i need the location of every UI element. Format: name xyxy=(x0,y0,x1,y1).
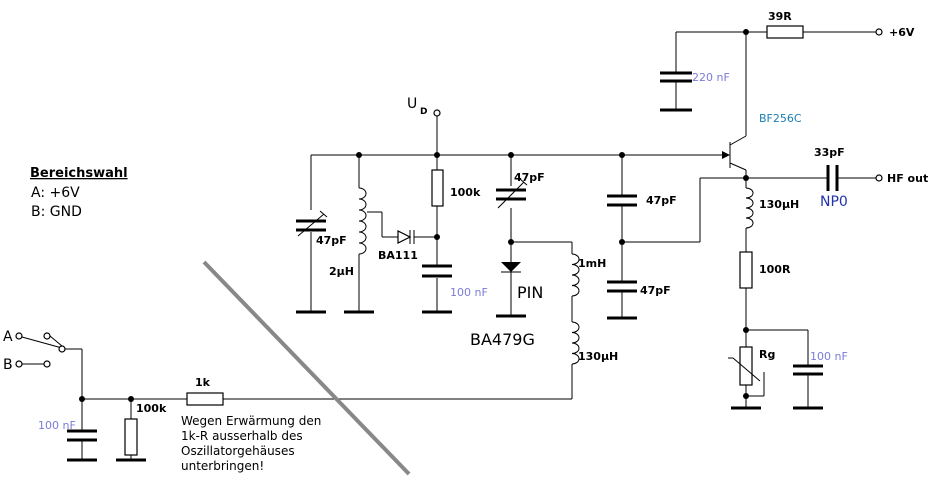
pin-diode-ba479g xyxy=(501,262,521,273)
inductor-2uh xyxy=(358,187,367,255)
capacitor-divider-bottom xyxy=(607,280,637,320)
switch-contact-a xyxy=(43,332,51,340)
junction-dot xyxy=(619,239,625,245)
junction-dot xyxy=(743,327,749,333)
resistor-1k xyxy=(186,392,224,406)
r-drain-label: 100R xyxy=(759,263,791,276)
capacitor-divider-top xyxy=(607,194,637,207)
range-b-text: B: GND xyxy=(31,204,82,220)
junction-dot xyxy=(356,152,362,158)
range-a-text: A: +6V xyxy=(31,185,80,201)
capacitor-rg-100nf xyxy=(793,364,823,410)
terminal-b xyxy=(15,360,23,368)
switch-contact-b xyxy=(43,360,51,368)
pin-type-label: BA479G xyxy=(470,330,535,349)
note-line: 1k-R ausserhalb des xyxy=(181,429,303,443)
varicap-label: BA111 xyxy=(378,249,418,262)
c-supply-label: 220 nF xyxy=(692,71,730,84)
r-100k-left-label: 100k xyxy=(136,402,167,415)
c-bias-label: 100 nF xyxy=(450,286,488,299)
capacitor-bias-100nf xyxy=(422,264,452,314)
resistor-100r xyxy=(739,251,753,289)
resistor-39r xyxy=(766,25,804,39)
c-out-label: 33pF xyxy=(814,146,845,159)
terminal-ud-label: U xyxy=(407,96,417,112)
junction-dots xyxy=(79,29,749,402)
resistor-100k-bias xyxy=(431,169,444,207)
transistor-label: BF256C xyxy=(759,112,802,125)
terminal-supply xyxy=(875,28,883,36)
terminal-supply-label: +6V xyxy=(889,26,915,39)
wiring xyxy=(21,31,876,460)
terminal-output-label: HF out xyxy=(887,172,928,185)
c-rg-label: 100 nF xyxy=(810,350,848,363)
capacitor-33pf xyxy=(826,165,839,191)
l-1mh-label: 1mH xyxy=(578,257,606,270)
l-tank-label: 2µH xyxy=(329,265,354,278)
rg-adjust-arrow xyxy=(732,357,761,382)
r-bias-label: 100k xyxy=(450,186,481,199)
varicap-diode-ba111 xyxy=(397,230,415,244)
terminal-hf-out xyxy=(875,174,883,182)
capacitor-left-100nf xyxy=(67,429,146,462)
rg-label: Rg xyxy=(759,348,775,361)
diagonal-divider xyxy=(202,260,411,476)
trimmer-capacitor-pin xyxy=(496,178,528,318)
terminal-ud xyxy=(433,109,441,117)
junction-dot xyxy=(434,152,440,158)
junction-dot xyxy=(619,152,625,158)
fet-gate-arrow xyxy=(722,151,730,159)
c-div-top-label: 47pF xyxy=(646,194,677,207)
r-1k-label: 1k xyxy=(195,376,211,389)
junction-dot xyxy=(743,175,749,181)
c-div-bot-label: 47pF xyxy=(640,284,671,297)
note-line: unterbringen! xyxy=(181,459,264,473)
junction-dot xyxy=(743,29,749,35)
junction-dot xyxy=(508,239,514,245)
capacitor-220nf xyxy=(660,71,692,112)
switch-pivot xyxy=(58,345,66,353)
junction-dot xyxy=(434,234,440,240)
c-left-label: 100 nF xyxy=(38,419,76,432)
c-pin-trim-label: 47pF xyxy=(514,171,545,184)
trimmer-capacitor-left xyxy=(296,210,328,314)
l-130-label: 130µH xyxy=(578,350,618,363)
resistor-rg xyxy=(739,346,753,386)
junction-dot xyxy=(743,393,749,399)
range-heading: Bereichswahl xyxy=(30,166,128,181)
note-line: Oszillatorgehäuses xyxy=(181,444,295,458)
inductor-130uh-drain xyxy=(745,187,754,229)
note-line: Wegen Erwärmung den xyxy=(181,414,321,428)
terminal-a xyxy=(15,332,23,340)
terminal-ud-subscript: D xyxy=(420,107,427,117)
terminal-a-label: A xyxy=(3,329,13,345)
resistor-100k-left xyxy=(124,418,138,456)
junction-dot xyxy=(128,396,134,402)
junction-dot xyxy=(508,152,514,158)
inductor-1mh xyxy=(571,253,580,297)
c-out-type-label: NP0 xyxy=(820,194,848,210)
l-drain-label: 130µH xyxy=(759,198,799,211)
terminal-b-label: B xyxy=(3,357,13,373)
c-trim-label: 47pF xyxy=(316,234,347,247)
r-supply-label: 39R xyxy=(768,10,792,23)
junction-dot xyxy=(79,396,85,402)
inductor-130uh-pin xyxy=(571,321,580,365)
pin-label: PIN xyxy=(517,283,543,302)
